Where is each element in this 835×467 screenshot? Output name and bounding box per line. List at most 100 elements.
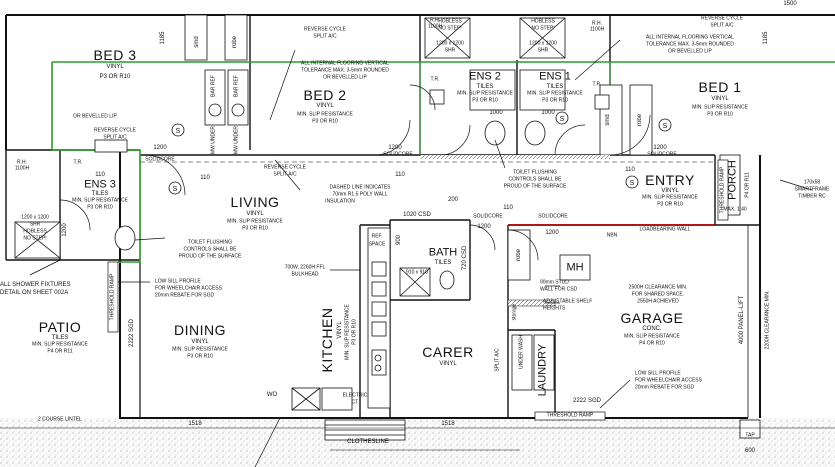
room-spec-porch: P4 OR R11 bbox=[744, 172, 751, 198]
dim-1200-bed3: 1200 bbox=[153, 145, 167, 151]
note-solidcore-5: SOLIDCORE bbox=[538, 213, 568, 220]
svg-text:S: S bbox=[560, 116, 565, 123]
note-split-ac-carer: SPLIT A/C bbox=[494, 348, 501, 372]
note-shr-ens1: SHR bbox=[537, 47, 549, 54]
note-bulkhead-2: BULKHEAD bbox=[291, 271, 319, 278]
note-robe-bed3: robe bbox=[232, 35, 238, 49]
room-floor-kitchen: VINYL bbox=[337, 321, 343, 339]
note-stud-2: WALL FOR CSD bbox=[540, 286, 578, 293]
note-mh: MH bbox=[566, 261, 584, 274]
room-spec2-ens1: P3 OR R10 bbox=[542, 97, 568, 104]
svg-text:S: S bbox=[663, 123, 668, 130]
note-solidcore-2: SOLIDCORE bbox=[383, 151, 413, 158]
dim-2222-sgd-right: 2222 SGD bbox=[572, 398, 602, 404]
door-swings bbox=[59, 84, 651, 261]
note-split-ac-bed3: SPLIT A/C bbox=[103, 134, 127, 141]
note-toilet-flush-ens3-1: TOILET FLUSHING bbox=[188, 239, 232, 246]
note-mw-under-1: MW UNDER bbox=[210, 125, 217, 155]
note-ref-2: SPACE bbox=[368, 241, 386, 248]
note-nostep-ens3: NO STEP! bbox=[23, 235, 47, 242]
hatched-wall-2 bbox=[420, 155, 610, 159]
note-electric-2: CT bbox=[351, 399, 359, 406]
note-rh1100-ens2: 1100H bbox=[427, 23, 443, 30]
note-toilet-flush-ens3-2: CONTROLS SHALL BE bbox=[183, 246, 237, 253]
note-reverse-cycle-living: REVERSE CYCLE bbox=[264, 164, 306, 171]
note-bulkhead-1: 700W, 2260H FFL bbox=[284, 264, 326, 271]
note-low-sill-garage-2: FOR WHEELCHAIR ACCESS bbox=[635, 377, 702, 384]
dim-1185-right: 1185 bbox=[763, 31, 769, 45]
room-spec1-entry: MIN. SLIP RESISTANCE bbox=[642, 194, 698, 201]
paving-band bbox=[0, 418, 835, 467]
note-reverse-cycle-bed3: REVERSE CYCLE bbox=[94, 127, 136, 134]
wardrobes bbox=[184, 14, 653, 281]
room-spec2-ens2: P3 OR R10 bbox=[472, 97, 498, 104]
room-spec1-kitchen: MIN. SLIP RESISTANCE bbox=[344, 304, 351, 360]
threshold-ramps bbox=[107, 159, 729, 421]
dim-1185-left: 1185 bbox=[160, 31, 166, 45]
room-label-bath: BATH bbox=[428, 246, 458, 259]
note-tr-ens2: T.R. bbox=[430, 76, 440, 83]
note-or-bevelled-lip: OR BEVELLED LIP bbox=[73, 113, 117, 120]
dim-900: 900 bbox=[396, 234, 402, 246]
room-spec1-ens2: MIN. SLIP RESISTANCE bbox=[457, 90, 513, 97]
dim-1518-right: 1518 bbox=[441, 421, 455, 427]
dim-1200-garage: 1200 bbox=[545, 230, 559, 236]
room-label-ens1: ENS 1 bbox=[539, 70, 571, 83]
note-solidcore-1: SOLIDCORE bbox=[145, 156, 175, 163]
room-label-ens3: ENS 3 bbox=[84, 178, 116, 191]
note-shelf-1: ADJUSTABLE SHELF bbox=[543, 298, 593, 305]
note-smartframe-1: 170x58 bbox=[803, 179, 821, 186]
note-clearance-2200: 2200H CLEARANCE MIN. bbox=[764, 290, 771, 350]
note-rh1100-ens1: 1100H bbox=[589, 26, 605, 33]
dim-110-a: 110 bbox=[200, 175, 210, 181]
room-label-dining: DINING bbox=[174, 322, 226, 338]
note-toilet-flush-1: TOILET FLUSHING bbox=[513, 169, 557, 176]
room-floor-living: VINYL bbox=[246, 211, 264, 217]
dim-1020-csd: 1020 CSD bbox=[403, 212, 431, 218]
note-clearance-3: 2550H ACHIEVED bbox=[637, 298, 679, 305]
room-label-kitchen: KITCHEN bbox=[319, 307, 335, 373]
note-low-sill-1: LOW SILL PROFILE bbox=[155, 278, 201, 285]
note-bar-ref-1: BAR REF bbox=[210, 75, 217, 97]
flooring-tolerance-line bbox=[51, 62, 141, 263]
room-spec1-bed2: MIN. SLIP RESISTANCE bbox=[297, 111, 353, 118]
note-under-wash: UNDER WASH bbox=[518, 335, 525, 369]
room-spec2-bed2: P3 OR R10 bbox=[312, 118, 338, 125]
note-flooring-2: TOLERANCE MAX. 3-5mm ROUNDED bbox=[301, 67, 389, 74]
room-floor-ens3: TILES bbox=[91, 191, 109, 197]
note-shelf-2: HEIGHTS bbox=[543, 305, 566, 312]
note-ref-1: REF. bbox=[371, 233, 383, 240]
room-spec1-living: MIN. SLIP RESISTANCE bbox=[227, 218, 283, 225]
note-rh-ens1: R.H. bbox=[592, 20, 602, 27]
dim-1500: 1500 bbox=[783, 1, 797, 7]
room-spec2-garage: P4 OR R10 bbox=[639, 340, 665, 347]
note-dashed-2: 70mm R1.5 POLY WALL bbox=[332, 191, 388, 198]
dim-1200-bed1: 1200 bbox=[653, 145, 667, 151]
leader-lines bbox=[29, 39, 813, 467]
note-clearance-2: FOR SHARED SPACE. bbox=[631, 291, 685, 298]
note-hobless-ens1: HOBLESS bbox=[531, 18, 555, 25]
note-reverse-cycle-bed2: REVERSE CYCLE bbox=[304, 26, 346, 33]
room-floor-bed2: VINYL bbox=[316, 103, 334, 109]
note-shr-ens3: SHR bbox=[29, 221, 41, 228]
dim-2222-sgd-left: 2222 SGD bbox=[129, 318, 135, 348]
note-low-sill-2: FOR WHEELCHAIR ACCESS bbox=[155, 285, 222, 292]
room-spec-bed3: P3 OR R10 bbox=[99, 74, 131, 80]
dim-600: 600 bbox=[744, 448, 756, 454]
room-label-bed1: BED 1 bbox=[698, 79, 742, 95]
note-max-ramp: MAX. 1:40 bbox=[723, 206, 747, 213]
clothesline-steps bbox=[324, 419, 406, 441]
svg-text:S: S bbox=[630, 180, 635, 187]
room-floor-ens2: TILES bbox=[476, 84, 494, 90]
note-flooring-right-3: OR BEVELLED LIP bbox=[668, 48, 712, 55]
svg-text:S: S bbox=[176, 128, 181, 135]
room-label-garage: GARAGE bbox=[620, 310, 684, 326]
dim-720-csd: 720 CSD bbox=[462, 245, 468, 271]
note-electric-1: ELECTRIC bbox=[342, 392, 368, 399]
room-spec1-patio: MIN. SLIP RESISTANCE bbox=[32, 341, 88, 348]
room-floor-dining: VINYL bbox=[191, 339, 209, 345]
note-shower-size-ens1: 1200 x 1200 bbox=[529, 40, 557, 47]
note-reverse-cycle-bed1: REVERSE CYCLE bbox=[701, 15, 743, 22]
note-low-sill-garage-3: 20mm REBATE FOR SGD bbox=[635, 384, 695, 391]
